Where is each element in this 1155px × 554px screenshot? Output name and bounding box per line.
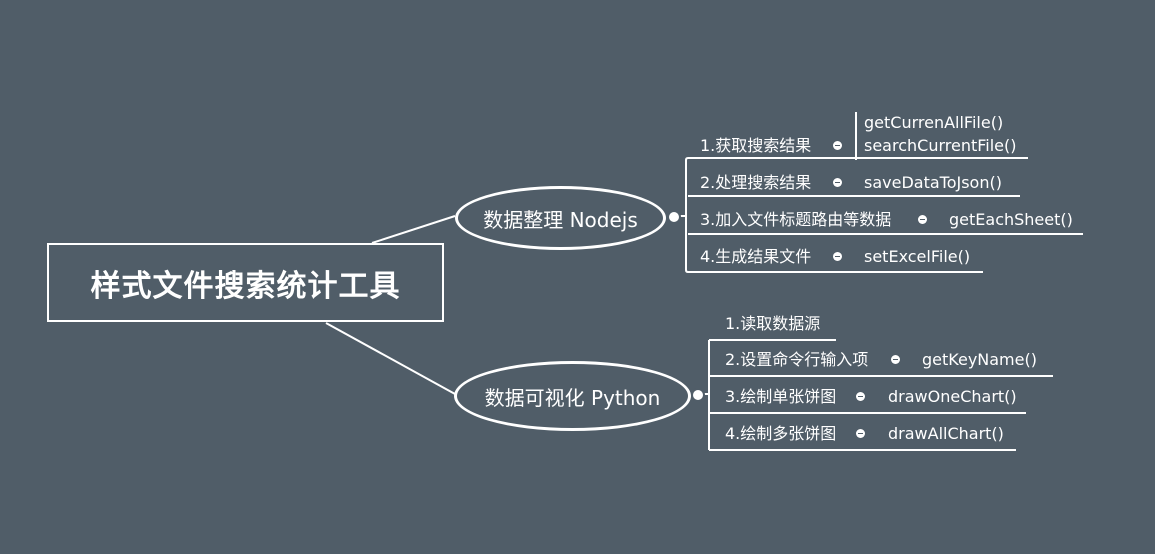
expand-dot-icon[interactable] [833, 178, 842, 187]
function-item[interactable]: drawOneChart() [888, 387, 1017, 406]
topic-item[interactable]: 1.获取搜索结果 [700, 136, 812, 155]
root-to-branch2-line [325, 322, 456, 395]
topic-item[interactable]: 2.处理搜索结果 [700, 173, 812, 192]
expand-dot-icon[interactable] [856, 429, 865, 438]
function-item[interactable]: setExcelFile() [864, 247, 971, 266]
branch-label: 数据可视化 Python [484, 385, 661, 410]
function-item[interactable]: drawAllChart() [888, 424, 1004, 443]
collapse-toggle-icon[interactable] [667, 210, 681, 224]
root-node[interactable]: 样式文件搜索统计工具 [47, 243, 444, 322]
collapse-toggle-icon[interactable] [691, 388, 705, 402]
expand-dot-icon[interactable] [833, 141, 842, 150]
function-item[interactable]: saveDataToJson() [864, 173, 1002, 192]
branch-label: 数据整理 Nodejs [483, 207, 638, 232]
topic-item[interactable]: 1.读取数据源 [725, 314, 821, 333]
topic-item[interactable]: 2.设置命令行输入项 [725, 350, 869, 369]
expand-dot-icon[interactable] [856, 392, 865, 401]
function-item[interactable]: searchCurrentFile() [864, 136, 1017, 155]
topic-item[interactable]: 3.绘制单张饼图 [725, 387, 837, 406]
root-title: 样式文件搜索统计工具 [90, 268, 401, 304]
expand-dot-icon[interactable] [918, 215, 927, 224]
expand-dot-icon[interactable] [833, 252, 842, 261]
function-item[interactable]: getKeyName() [922, 350, 1037, 369]
branch-node-nodejs[interactable]: 数据整理 Nodejs [455, 186, 666, 250]
branch1-bracket [685, 157, 689, 273]
topic-item[interactable]: 3.加入文件标题路由等数据 [700, 210, 892, 229]
expand-dot-icon[interactable] [891, 355, 900, 364]
topic-item[interactable]: 4.绘制多张饼图 [725, 424, 837, 443]
function-item[interactable]: getCurrenAllFile() [864, 113, 1004, 132]
function-item[interactable]: getEachSheet() [949, 210, 1073, 229]
topic-item[interactable]: 4.生成结果文件 [700, 247, 812, 266]
root-to-branch1-line [371, 215, 456, 244]
branch-node-python[interactable]: 数据可视化 Python [454, 361, 691, 431]
